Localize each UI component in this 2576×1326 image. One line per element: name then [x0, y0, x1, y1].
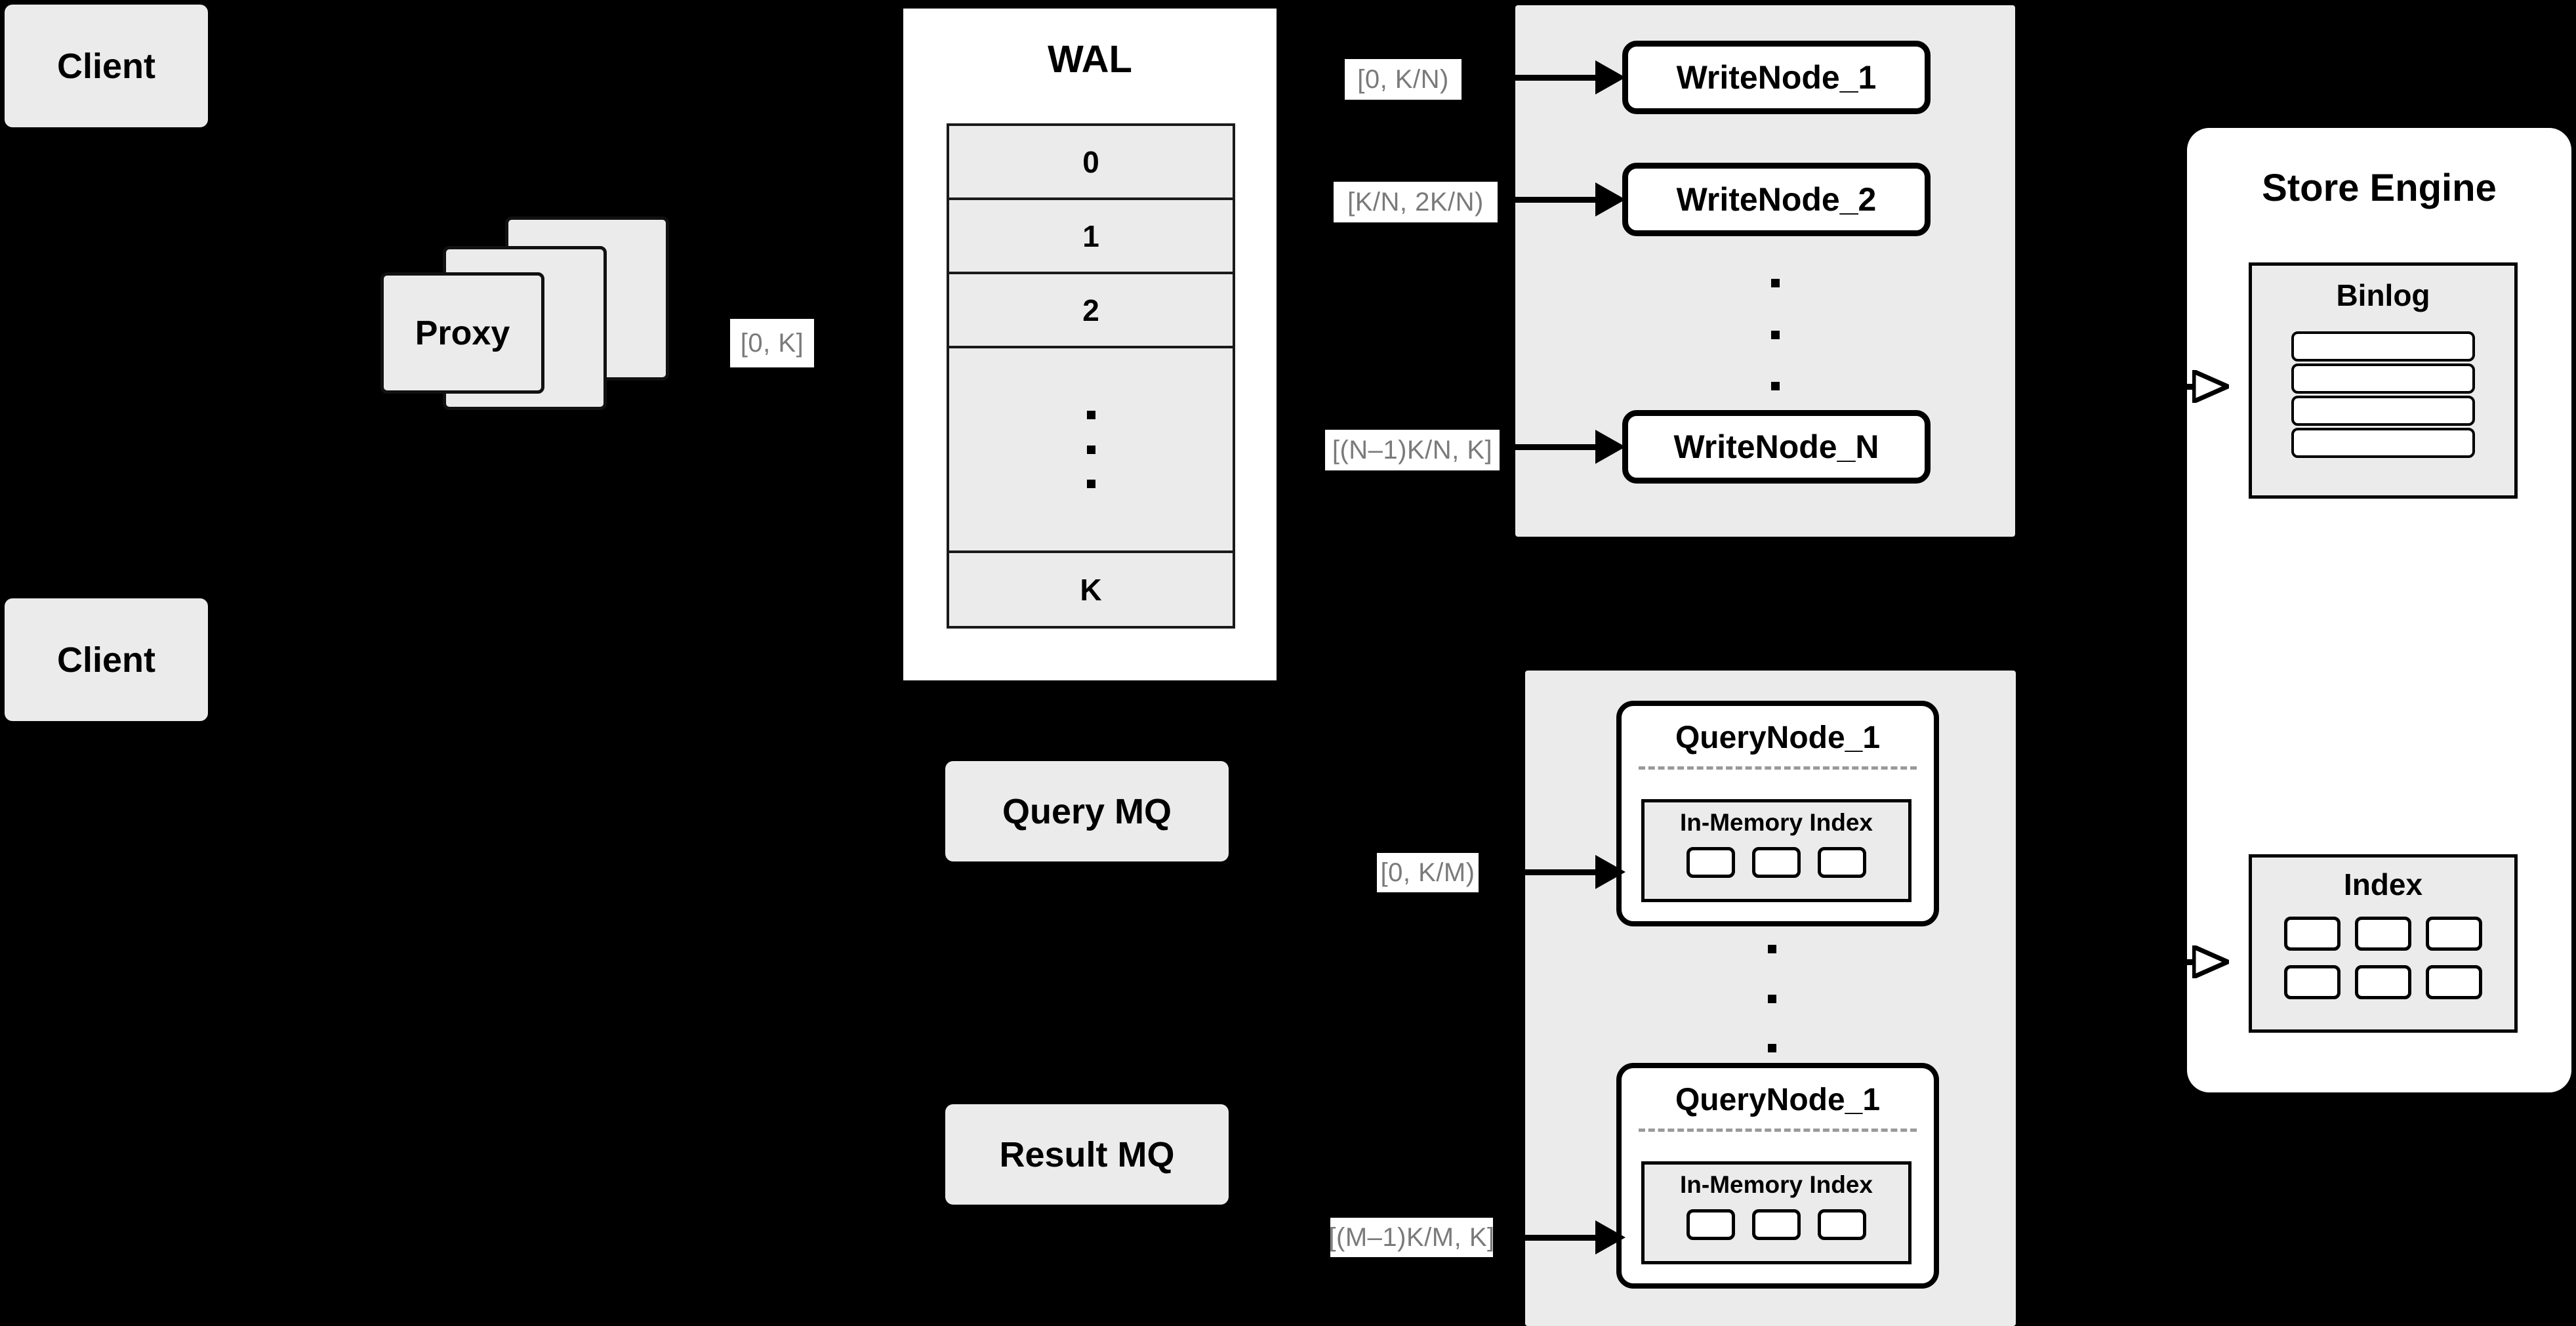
range-text: [(N–1)K/N, K]	[1332, 435, 1493, 465]
binlog-entry-bar[interactable]	[2291, 363, 2475, 394]
index-segment-chip[interactable]	[1687, 847, 1735, 878]
write-node-2-label: WriteNode_2	[1676, 181, 1877, 218]
write-node-2[interactable]: WriteNode_2	[1622, 163, 1931, 236]
query-node-2-label: QueryNode_1	[1675, 1083, 1881, 1117]
arrow-head-to-write-node-1	[1595, 60, 1625, 94]
client-label-2: Client	[56, 640, 155, 680]
arrow-line-to-write-node-n	[1502, 444, 1604, 450]
wal-row-value: 2	[1082, 293, 1099, 327]
vertical-ellipsis-icon	[1086, 411, 1095, 488]
result-mq-label: Result MQ	[999, 1134, 1175, 1174]
write-node-1[interactable]: WriteNode_1	[1622, 41, 1931, 114]
store-index-chip[interactable]	[2355, 965, 2411, 999]
wal-table: 0 1 2 K	[947, 123, 1235, 629]
query-node-2-index-title: In-Memory Index	[1680, 1171, 1873, 1198]
binlog-entry-bar[interactable]	[2291, 331, 2475, 362]
write-node-n[interactable]: WriteNode_N	[1622, 410, 1931, 484]
store-index-chip[interactable]	[2355, 917, 2411, 951]
wal-title: WAL	[1048, 38, 1132, 81]
query-node-1-index-title: In-Memory Index	[1680, 809, 1873, 836]
write-cluster-ellipsis-icon	[1770, 279, 1780, 390]
arrow-head-to-write-node-2	[1595, 182, 1625, 217]
query-node-1-divider	[1639, 766, 1917, 770]
wal-row[interactable]: 2	[949, 274, 1233, 348]
proxy-box[interactable]: Proxy	[380, 272, 544, 394]
query-mq-box[interactable]: Query MQ	[945, 761, 1229, 861]
query-node-2[interactable]: QueryNode_1 In-Memory Index	[1616, 1063, 1939, 1289]
arrow-line-to-binlog	[2165, 384, 2198, 390]
wal-row-value: K	[1080, 573, 1102, 607]
wal-panel: WAL 0 1 2 K	[898, 3, 1282, 686]
range-text: [(M–1)K/M, K]	[1328, 1222, 1495, 1252]
edge-label-text: [0, K]	[740, 328, 804, 358]
query-node-1-label: QueryNode_1	[1675, 720, 1881, 755]
arrow-head-to-query-node-2	[1595, 1220, 1625, 1254]
index-segment-chip[interactable]	[1752, 847, 1801, 878]
range-text: [K/N, 2K/N)	[1347, 187, 1484, 217]
query-node-2-index-panel: In-Memory Index	[1641, 1161, 1912, 1264]
query-cluster-ellipsis-icon	[1767, 945, 1776, 1052]
query-node-2-range-label: [(M–1)K/M, K]	[1328, 1218, 1495, 1257]
open-arrow-head-to-binlog	[2192, 370, 2229, 403]
client-box-1[interactable]: Client	[5, 5, 208, 127]
client-box-2[interactable]: Client	[5, 598, 208, 721]
store-engine-title: Store Engine	[2262, 167, 2497, 209]
arrow-head-to-query-node-1	[1595, 855, 1625, 889]
store-index-panel: Index	[2249, 854, 2518, 1033]
query-mq-label: Query MQ	[1002, 791, 1172, 831]
arrow-line-to-query-node-2	[1499, 1235, 1604, 1241]
store-engine-panel: Store Engine Binlog Index	[2187, 128, 2571, 1092]
arrow-line-to-store-index	[2165, 959, 2198, 965]
wal-row-value: 1	[1082, 218, 1099, 253]
edge-label-proxy-to-wal: [0, K]	[730, 319, 814, 367]
proxy-stack[interactable]: Proxy	[380, 217, 676, 433]
query-node-1-range-label: [0, K/M)	[1377, 853, 1479, 892]
wal-row-ellipsis	[949, 348, 1233, 553]
wal-row[interactable]: 0	[949, 126, 1233, 200]
query-node-1-index-panel: In-Memory Index	[1641, 799, 1912, 902]
wal-row[interactable]: 1	[949, 200, 1233, 274]
query-node-2-divider	[1639, 1129, 1917, 1132]
store-index-chip[interactable]	[2426, 917, 2482, 951]
write-node-n-label: WriteNode_N	[1673, 428, 1879, 465]
open-arrow-head-to-store-index	[2192, 945, 2229, 978]
query-node-1[interactable]: QueryNode_1 In-Memory Index	[1616, 701, 1939, 926]
binlog-entry-bar[interactable]	[2291, 396, 2475, 426]
wal-row[interactable]: K	[949, 553, 1233, 627]
client-label-1: Client	[56, 46, 155, 86]
index-segment-chip[interactable]	[1752, 1209, 1801, 1240]
store-index-chip[interactable]	[2426, 965, 2482, 999]
binlog-panel: Binlog	[2249, 262, 2518, 499]
range-text: [0, K/M)	[1380, 858, 1475, 887]
index-segment-chip[interactable]	[1818, 1209, 1866, 1240]
wal-row-value: 0	[1082, 144, 1099, 179]
write-node-2-range-label: [K/N, 2K/N)	[1334, 182, 1498, 222]
index-segment-chip[interactable]	[1687, 1209, 1735, 1240]
write-node-n-range-label: [(N–1)K/N, K]	[1325, 430, 1500, 470]
store-index-title: Index	[2343, 867, 2423, 901]
range-text: [0, K/N)	[1357, 64, 1449, 94]
binlog-title: Binlog	[2336, 278, 2430, 312]
proxy-label: Proxy	[415, 314, 510, 352]
arrow-line-to-write-node-1	[1473, 75, 1604, 81]
write-node-1-label: WriteNode_1	[1676, 59, 1877, 96]
write-node-1-range-label: [0, K/N)	[1345, 59, 1462, 100]
binlog-entry-bar[interactable]	[2291, 428, 2475, 458]
store-index-chip[interactable]	[2284, 917, 2341, 951]
arrow-line-to-query-node-1	[1484, 869, 1604, 875]
arrow-line-to-write-node-2	[1501, 197, 1604, 203]
store-index-chip[interactable]	[2284, 965, 2341, 999]
index-segment-chip[interactable]	[1818, 847, 1866, 878]
arrow-head-to-write-node-n	[1595, 430, 1625, 464]
result-mq-box[interactable]: Result MQ	[945, 1104, 1229, 1205]
